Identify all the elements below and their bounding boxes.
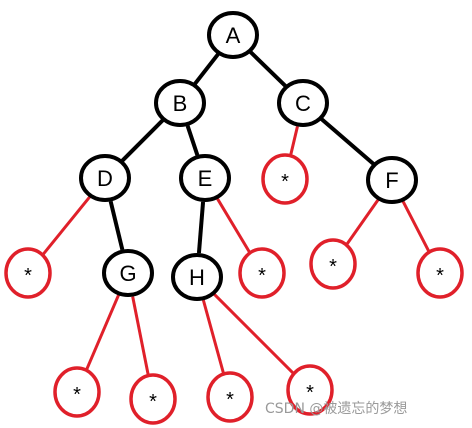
node-circle	[171, 253, 223, 301]
null-node-circle	[129, 373, 177, 425]
edge-E-H	[196, 201, 206, 254]
node-label: C	[295, 91, 311, 116]
node-a: A	[207, 11, 259, 59]
node-label: F	[385, 168, 398, 193]
null-node-circle	[238, 247, 286, 299]
null-edge-h-right	[212, 292, 296, 376]
null-node-g-left: *	[53, 366, 101, 418]
node-label: B	[173, 91, 188, 116]
node-g: G	[102, 249, 154, 297]
node-circle	[79, 154, 131, 202]
node-label: H	[189, 265, 205, 290]
null-node-d-left: *	[4, 247, 52, 299]
null-node-circle	[309, 238, 357, 290]
null-node-label: *	[329, 256, 337, 278]
null-edge-g-left	[84, 294, 120, 373]
null-node-label: *	[149, 391, 157, 413]
node-h: H	[171, 253, 223, 301]
node-circle	[207, 11, 259, 59]
null-node-label: *	[281, 171, 289, 193]
null-edge-d-left	[40, 195, 92, 257]
null-node-f-right: *	[416, 247, 464, 299]
null-node-circle	[416, 247, 464, 299]
null-edge-c-left	[288, 126, 299, 158]
null-node-label: *	[73, 384, 81, 406]
node-b: B	[154, 79, 206, 127]
null-node-label: *	[258, 265, 266, 287]
null-node-label: *	[24, 265, 32, 287]
node-label: A	[226, 23, 241, 48]
edge-B-E	[185, 125, 200, 156]
null-edge-f-right	[401, 200, 432, 255]
null-node-circle	[206, 371, 254, 423]
null-node-c-left: *	[261, 153, 309, 205]
null-node-e-right: *	[238, 247, 286, 299]
node-c: C	[277, 79, 329, 127]
null-node-label: *	[226, 389, 234, 411]
null-node-label: *	[436, 265, 444, 287]
node-circle	[277, 79, 329, 127]
null-node-g-right: *	[129, 373, 177, 425]
node-circle	[154, 79, 206, 127]
null-node-circle	[286, 364, 334, 416]
null-node-circle	[4, 247, 52, 299]
null-edge-e-right	[216, 197, 252, 255]
edge-D-G	[108, 200, 125, 251]
null-edge-g-right	[131, 296, 151, 378]
edge-A-C	[248, 50, 288, 88]
edge-C-F	[319, 117, 376, 166]
null-node-circle	[53, 366, 101, 418]
null-edge-f-left	[344, 198, 380, 247]
node-label: D	[97, 166, 113, 191]
null-node-h-right: *	[286, 364, 334, 416]
null-node-h-left: *	[206, 371, 254, 423]
null-node-circle	[261, 153, 309, 205]
null-edge-h-left	[201, 299, 226, 377]
node-circle	[179, 154, 231, 202]
null-node-f-left: *	[309, 238, 357, 290]
edge-A-B	[193, 52, 220, 86]
node-d: D	[79, 154, 131, 202]
edge-B-D	[120, 118, 165, 163]
node-f: F	[366, 156, 418, 204]
null-node-label: *	[306, 382, 314, 404]
csdn-watermark: CSDN @被遗忘的梦想	[265, 401, 408, 417]
node-circle	[366, 156, 418, 204]
node-label: E	[198, 166, 213, 191]
node-label: G	[119, 261, 136, 286]
node-e: E	[179, 154, 231, 202]
node-circle	[102, 249, 154, 297]
